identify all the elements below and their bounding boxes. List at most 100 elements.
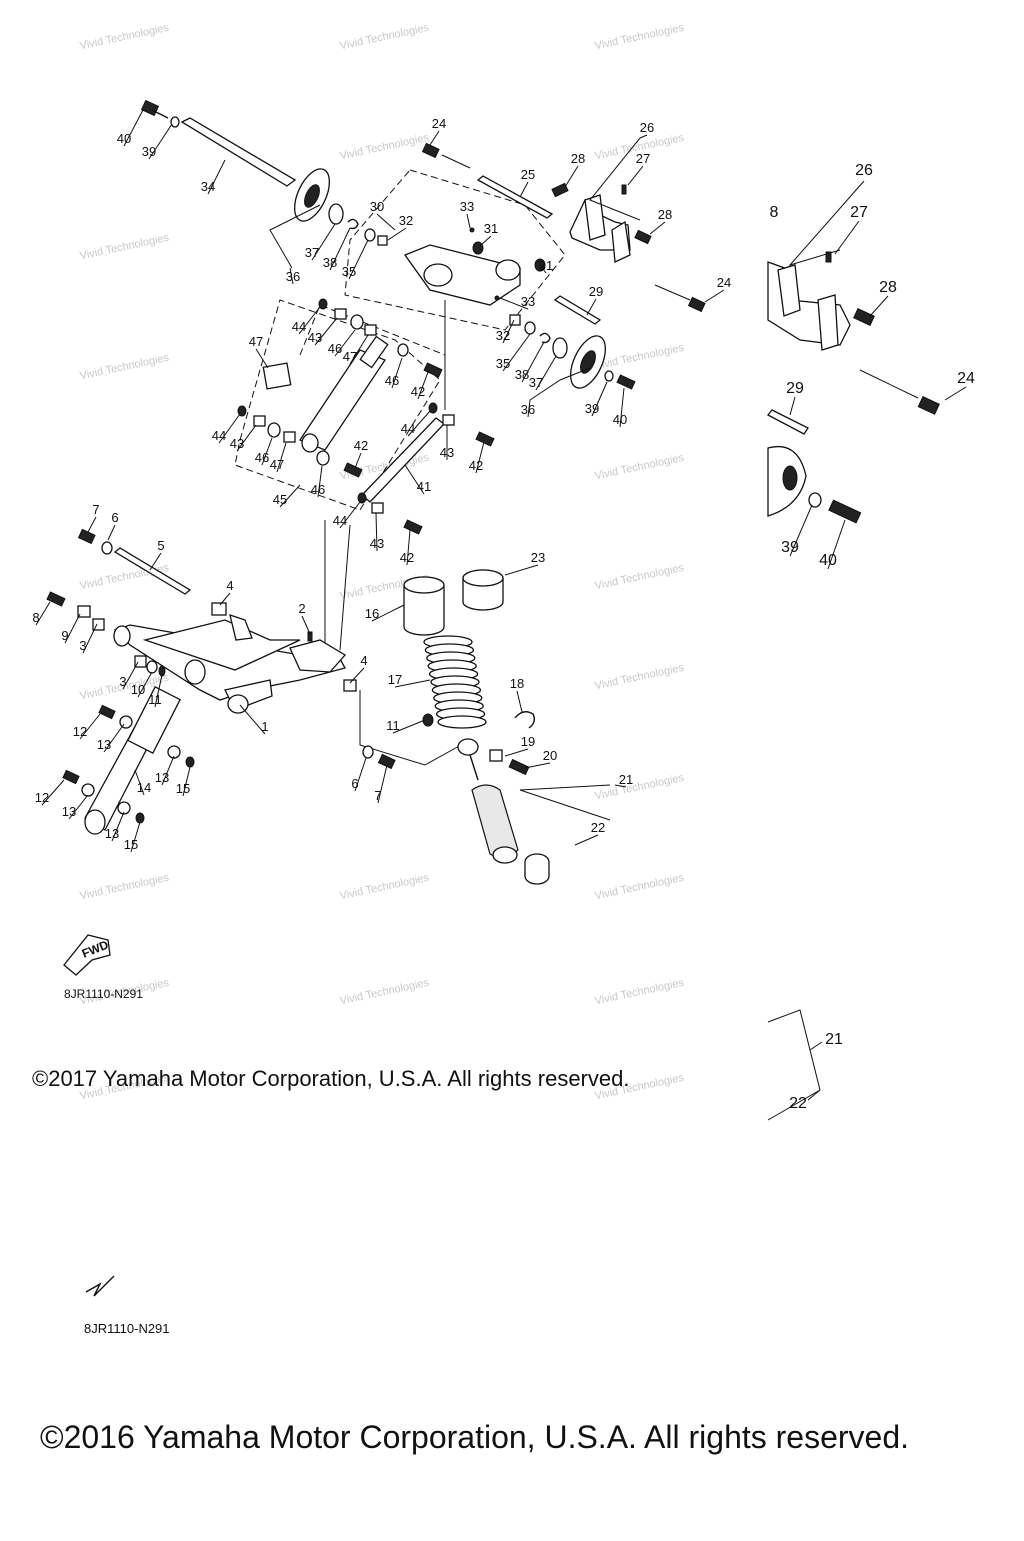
callout-44: 44 [401, 421, 415, 436]
leader-13 [68, 794, 89, 820]
leader-44 [339, 501, 361, 529]
leader-46 [317, 465, 323, 498]
callout-46: 46 [255, 450, 269, 465]
watermark: Vivid Technologies [594, 977, 686, 1008]
shock-top-mount [457, 738, 479, 756]
leader-22 [574, 834, 599, 846]
inset-callout-29: 29 [786, 380, 804, 397]
lower-inset-arrow [85, 1275, 115, 1297]
shock-top-eye [359, 335, 389, 369]
collar-43a [334, 308, 347, 320]
inset-leader-28 [869, 295, 889, 317]
callout-37: 37 [305, 245, 319, 260]
leader-44 [407, 410, 431, 437]
leader-29 [586, 298, 597, 316]
fwd-arrow: FWD [63, 934, 111, 976]
rear-shock-assembly [403, 569, 550, 885]
bolt-42b [343, 462, 363, 478]
callout-15: 15 [124, 837, 138, 852]
lower-right-inset [767, 1009, 823, 1121]
inset-bracket-plate-a [777, 264, 801, 317]
callout-44: 44 [333, 513, 347, 528]
collar-35b [524, 321, 536, 335]
group-bracket-line [519, 784, 611, 821]
leader-28 [649, 221, 666, 235]
strap-end [84, 809, 106, 835]
front-shock-assembly [237, 298, 495, 535]
callout-8: 8 [32, 610, 39, 625]
shock-absorber-21 [471, 784, 519, 858]
callout-43: 43 [308, 330, 322, 345]
leader-44 [298, 306, 321, 335]
leader-32 [387, 227, 407, 241]
leader-3 [122, 661, 139, 690]
leader-24 [429, 130, 440, 146]
callout-27: 27 [636, 151, 650, 166]
leader-21 [614, 784, 627, 788]
leader-42 [417, 371, 429, 400]
nut-11b [422, 713, 434, 727]
washer-6b [362, 745, 374, 759]
assembly-outlines [234, 169, 566, 766]
leader-7 [87, 516, 97, 533]
leader-11 [154, 674, 163, 708]
leader-37 [311, 223, 336, 261]
collar-35 [364, 228, 376, 242]
callout-41: 41 [417, 479, 431, 494]
watermark: Vivid Technologies [594, 772, 686, 803]
leader-15 [182, 766, 191, 797]
callout-42: 42 [400, 550, 414, 565]
leader-39 [148, 123, 173, 160]
bushing-46b [397, 343, 409, 357]
bolt-42a [423, 362, 443, 378]
leader-12 [79, 713, 101, 740]
collar-43c [442, 414, 455, 426]
leader-40 [123, 109, 144, 147]
leader-38 [521, 341, 545, 383]
bolt-24b [687, 296, 706, 313]
leader-20 [524, 762, 551, 769]
nut-15a [185, 756, 195, 768]
callout-14: 14 [137, 780, 151, 795]
cover-23-top [462, 569, 504, 587]
watermark: Vivid Technologies [339, 132, 431, 163]
circlip-38b [539, 332, 551, 344]
callout-16: 16 [365, 606, 379, 621]
nut-15b [135, 812, 145, 824]
inset-leader-27 [834, 220, 860, 255]
leader-46 [261, 437, 273, 466]
leader-34 [207, 159, 226, 195]
group-bracket-line [529, 367, 591, 401]
bushing-46c [267, 422, 281, 438]
callout-46: 46 [385, 373, 399, 388]
upper-shaft-assembly [140, 99, 636, 390]
leader-37 [535, 355, 557, 391]
leader-42 [406, 529, 411, 566]
leader-18 [516, 690, 523, 713]
collar-43b [253, 415, 266, 427]
callout-42: 42 [469, 458, 483, 473]
bushing-31a [472, 241, 484, 255]
callout-11: 11 [148, 692, 162, 707]
leader-11 [392, 719, 426, 734]
bushing-46a [350, 314, 364, 330]
rubber-47 [262, 362, 292, 390]
spring-clip-18 [514, 711, 536, 729]
callout-21: 21 [619, 772, 633, 787]
collar-19 [489, 749, 503, 762]
leader-line [359, 690, 471, 766]
callout-31: 31 [484, 221, 498, 236]
shaft-34 [180, 117, 297, 187]
bolt-42d [403, 519, 423, 535]
callout-35: 35 [342, 264, 356, 279]
callout-40: 40 [613, 412, 627, 427]
leader-31 [539, 264, 547, 274]
inset-callout-39: 39 [781, 539, 799, 556]
leader-27 [627, 165, 644, 186]
watermark: Vivid Technologies [339, 872, 431, 903]
upper-bracket-assembly [421, 142, 706, 313]
copyright-main: ©2017 Yamaha Motor Corporation, U.S.A. A… [32, 1066, 629, 1091]
